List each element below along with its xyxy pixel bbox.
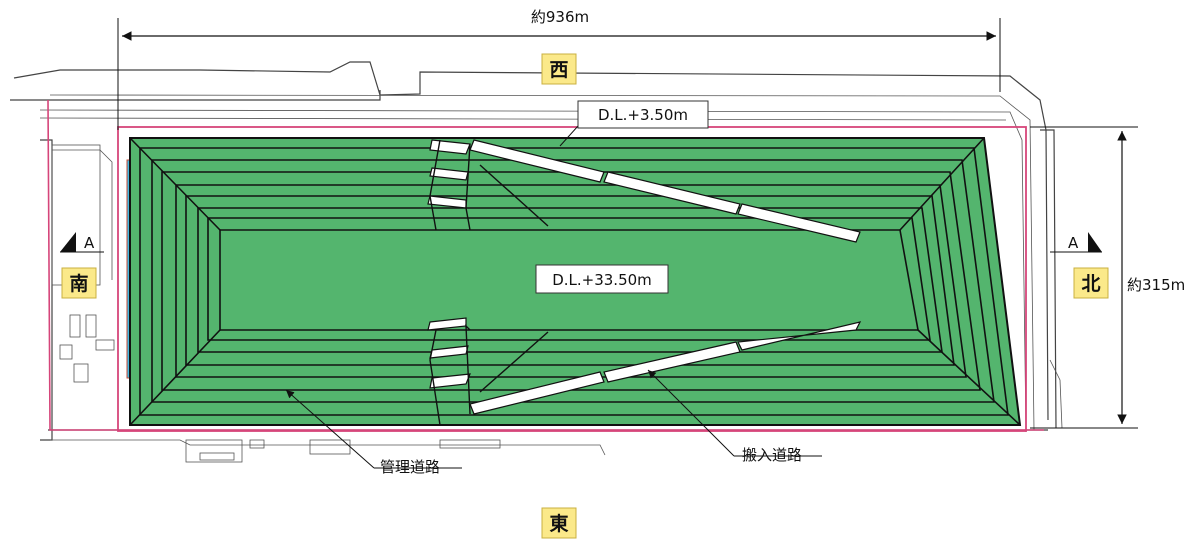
ramp-edges	[429, 139, 549, 426]
management-road-callout: 管理道路	[285, 389, 462, 476]
width-label: 約936m	[531, 8, 589, 26]
svg-text:A: A	[1068, 234, 1079, 252]
section-marker-right: A	[1050, 232, 1102, 253]
height-label: 約315m	[1127, 276, 1185, 294]
section-marker-left: A	[60, 232, 104, 253]
access-ramps	[427, 139, 862, 415]
svg-text:管理道路: 管理道路	[380, 458, 440, 476]
west-label: 西	[541, 53, 577, 85]
south-label: 南	[61, 267, 97, 299]
elevation-center: D.L.+33.50m	[535, 264, 669, 294]
elevation-top: D.L.+3.50m	[559, 100, 709, 147]
svg-text:北: 北	[1081, 273, 1100, 295]
svg-text:南: 南	[69, 273, 88, 295]
north-label: 北	[1073, 267, 1109, 299]
site-outline	[10, 61, 1063, 463]
svg-text:A: A	[84, 234, 95, 252]
site-boundary	[47, 99, 1044, 432]
svg-text:D.L.+33.50m: D.L.+33.50m	[552, 271, 652, 289]
svg-text:搬入道路: 搬入道路	[742, 446, 802, 464]
svg-text:東: 東	[549, 512, 568, 535]
svg-text:D.L.+3.50m: D.L.+3.50m	[598, 106, 688, 124]
height-dimension	[1030, 126, 1138, 429]
access-road-callout: 搬入道路	[647, 369, 822, 464]
width-dimension	[117, 18, 1001, 130]
east-label: 東	[541, 507, 577, 539]
svg-text:西: 西	[549, 59, 568, 81]
